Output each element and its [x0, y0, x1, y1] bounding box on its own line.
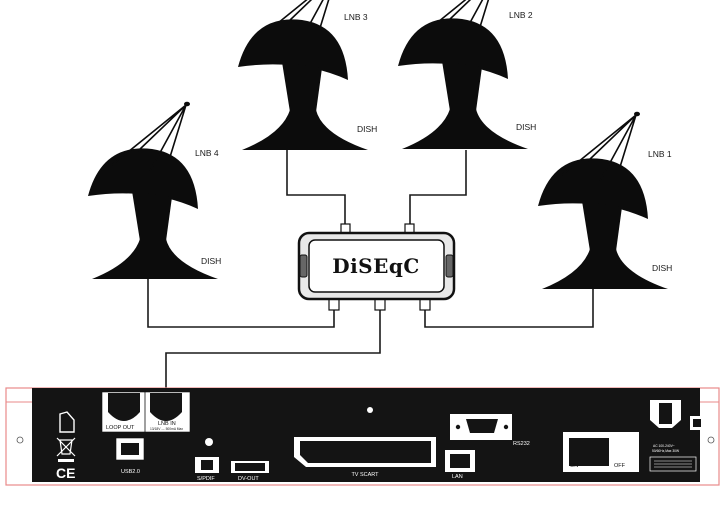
cable-lnb4: [147, 279, 335, 328]
dv-out-port[interactable]: [231, 461, 269, 473]
cable-lnb1: [424, 289, 594, 328]
lan-port[interactable]: [445, 450, 475, 472]
tv-scart-port[interactable]: [294, 437, 436, 467]
screw-hole-icon: [707, 436, 715, 444]
dish2-label: DISH: [516, 122, 536, 132]
lnb1-label: LNB 1: [648, 149, 672, 159]
power-rating-line-2: 50/60Hz,Max 30W: [652, 449, 680, 453]
lnb-in-label: LNB IN: [158, 421, 176, 427]
dish-lnb1: [537, 110, 669, 290]
cables: [147, 150, 594, 402]
loop-out-label: LOOP OUT: [106, 425, 135, 431]
power-rating-line-1: AC 100-240V~: [653, 444, 675, 448]
on-label: ON: [570, 463, 578, 469]
spdif-port[interactable]: [195, 457, 219, 473]
cable-lnb2: [409, 150, 467, 230]
lnb-port-block: LOOP OUT LNB IN 13/18V --- 500mA Max: [101, 391, 191, 433]
spdif-label: S/PDIF: [197, 476, 215, 482]
tv-scart-label: TV SCART: [351, 472, 379, 478]
off-label: OFF: [614, 463, 626, 469]
dish3-label: DISH: [357, 124, 377, 134]
lnb2-label: LNB 2: [509, 10, 533, 20]
screw-hole-icon: [16, 436, 24, 444]
dish-lnb3: [237, 0, 369, 151]
diseqc-label: DiSEqC: [332, 254, 420, 278]
dv-out-label: DV-OUT: [238, 476, 259, 482]
dish1-label: DISH: [652, 263, 672, 273]
power-switch[interactable]: [563, 432, 639, 472]
cable-lnb3: [286, 150, 346, 230]
warning-label: [649, 456, 697, 472]
weee-bin-icon: [56, 437, 76, 462]
lnb3-label: LNB 3: [344, 12, 368, 22]
home-icon: [59, 411, 75, 433]
rs232-label: RS232: [513, 441, 530, 447]
ce-mark-icon: CE: [56, 465, 75, 481]
lnb-in-spec: 13/18V --- 500mA Max: [150, 427, 183, 431]
usb-label: USB2.0: [121, 469, 140, 475]
dish4-label: DISH: [201, 256, 221, 266]
cable-to-receiver: [165, 308, 381, 402]
rs232-port[interactable]: [450, 414, 512, 440]
lnb4-label: LNB 4: [195, 148, 219, 158]
dish-lnb2: [397, 0, 529, 150]
dish-lnb4: [87, 100, 219, 280]
usb-port[interactable]: [115, 437, 145, 461]
diseqc-switch: DiSEqC: [297, 223, 456, 311]
power-socket-icon: [650, 400, 704, 430]
lan-label: LAN: [452, 474, 463, 480]
receiver-back-panel: CE LOOP OUT LNB IN 13/18V --- 500mA Max …: [5, 387, 720, 486]
